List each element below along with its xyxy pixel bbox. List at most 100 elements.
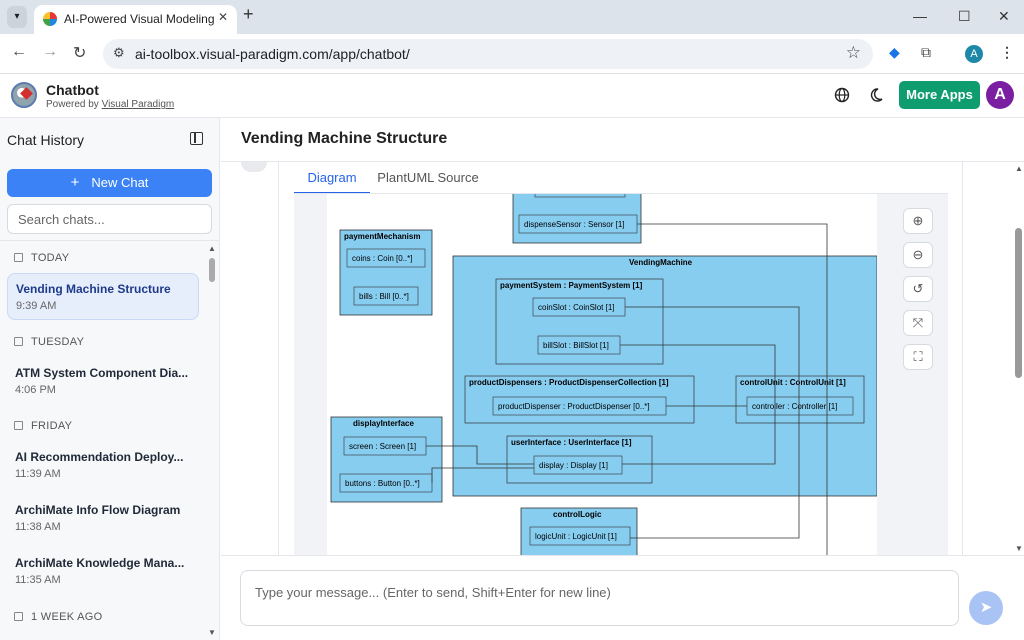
fit-view-button[interactable]: ⤧	[903, 310, 933, 336]
calendar-icon	[14, 612, 23, 621]
close-tab-icon[interactable]: ✕	[217, 10, 228, 24]
user-interface-title: userInterface : UserInterface [1]	[511, 438, 632, 447]
product-dispenser-part: productDispenser : ProductDispenser [0..…	[498, 402, 650, 411]
new-tab-button[interactable]: +	[243, 4, 254, 24]
maximize-icon[interactable]: ☐	[958, 8, 971, 24]
chat-history-title: Chat History	[7, 132, 85, 148]
section-friday: FRIDAY	[14, 420, 72, 432]
display-part: display : Display [1]	[539, 461, 608, 470]
main-panel: Vending Machine Structure Diagram PlantU…	[221, 118, 1024, 640]
more-apps-button[interactable]: More Apps	[899, 81, 980, 109]
extensions-puzzle-icon[interactable]: ⧉	[921, 44, 931, 60]
chat-item-archimate-info[interactable]: ArchiMate Info Flow Diagram 11:38 AM	[7, 495, 199, 542]
omnibox[interactable]: ⚙ ai-toolbox.visual-paradigm.com/app/cha…	[103, 39, 873, 69]
new-chat-label: New Chat	[91, 175, 149, 190]
zoom-in-button[interactable]: ⊕	[903, 208, 933, 234]
section-today: TODAY	[14, 252, 69, 264]
send-icon: ➤	[979, 599, 993, 616]
app-logo-icon	[11, 82, 37, 108]
chat-time: 9:39 AM	[16, 300, 57, 312]
zoom-out-icon: ⊖	[912, 247, 924, 262]
browser-tab[interactable]: AI-Powered Visual Modeling Ch ✕	[34, 5, 237, 34]
minimize-icon[interactable]: —	[913, 8, 927, 24]
diagram-connectors	[426, 223, 828, 556]
scroll-down-icon[interactable]: ▼	[208, 628, 216, 637]
logic-unit-part: logicUnit : LogicUnit [1]	[535, 532, 617, 541]
search-chats-input[interactable]	[7, 204, 212, 234]
divider	[221, 555, 1024, 556]
tab-plantuml-source[interactable]: PlantUML Source	[377, 170, 479, 185]
url-text[interactable]: ai-toolbox.visual-paradigm.com/app/chatb…	[135, 46, 410, 62]
sensor-block: dispenseSensor : Sensor [1]	[512, 194, 642, 244]
back-icon[interactable]: ←	[11, 43, 27, 60]
chat-history-sidebar: Chat History +New Chat TODAY Vending Mac…	[0, 118, 220, 640]
plantuml-diagram: dispenseSensor : Sensor [1] paymentMecha…	[327, 194, 877, 556]
chat-title: ArchiMate Knowledge Mana...	[15, 556, 185, 570]
chat-item-archimate-knowledge[interactable]: ArchiMate Knowledge Mana... 11:35 AM	[7, 548, 199, 595]
chat-item-atm[interactable]: ATM System Component Dia... 4:06 PM	[7, 358, 199, 405]
moon-icon[interactable]	[868, 87, 884, 103]
tab-search-button[interactable]: ▾	[7, 6, 27, 28]
visual-paradigm-link[interactable]: Visual Paradigm	[101, 99, 175, 110]
reset-view-button[interactable]: ↺	[903, 276, 933, 302]
assistant-avatar-icon	[241, 162, 267, 172]
buttons-part: buttons : Button [0..*]	[345, 479, 420, 488]
chat-time: 11:39 AM	[15, 468, 61, 480]
screen-part: screen : Screen [1]	[349, 442, 416, 451]
bookmark-star-icon[interactable]: ☆	[845, 43, 861, 62]
send-button[interactable]: ➤	[969, 591, 1003, 625]
scroll-up-icon[interactable]: ▲	[208, 244, 216, 253]
tab-diagram[interactable]: Diagram	[294, 167, 370, 194]
dispense-sensor-part: dispenseSensor : Sensor [1]	[524, 220, 625, 229]
fit-icon: ⤧	[912, 315, 924, 330]
page-title: Vending Machine Structure	[241, 130, 448, 147]
scroll-up-icon[interactable]: ▲	[1015, 164, 1023, 173]
display-interface-block: displayInterface screen : Screen [1] but…	[330, 416, 443, 503]
site-info-icon[interactable]: ⚙	[113, 45, 125, 60]
section-1-week-ago: 1 WEEK AGO	[14, 611, 102, 623]
coins-part: coins : Coin [0..*]	[352, 254, 412, 263]
vending-machine-block: VendingMachine paymentSystem : PaymentSy…	[452, 255, 877, 497]
section-label: FRIDAY	[31, 420, 73, 432]
close-window-icon[interactable]: ✕	[998, 8, 1010, 24]
diagram-card: Diagram PlantUML Source dispenseSensor :…	[278, 162, 963, 556]
chat-item-ai-recommendation[interactable]: AI Recommendation Deploy... 11:39 AM	[7, 442, 199, 489]
profile-avatar[interactable]: A	[965, 45, 983, 63]
bills-part: bills : Bill [0..*]	[359, 292, 409, 301]
section-label: TODAY	[31, 252, 70, 264]
tab-title: AI-Powered Visual Modeling Ch	[64, 12, 214, 26]
user-avatar[interactable]: A	[986, 81, 1014, 109]
main-scrollbar[interactable]: ▲ ▼	[1013, 162, 1024, 556]
chat-time: 11:38 AM	[15, 521, 61, 533]
diagram-canvas[interactable]: dispenseSensor : Sensor [1] paymentMecha…	[294, 194, 948, 556]
chat-title: AI Recommendation Deploy...	[15, 450, 184, 464]
chat-title: Vending Machine Structure	[16, 282, 171, 296]
browser-menu-icon[interactable]: ⋮	[1000, 44, 1014, 60]
extension-icon[interactable]: ◆	[889, 44, 900, 60]
display-interface-title: displayInterface	[353, 419, 414, 428]
forward-icon[interactable]: →	[42, 43, 58, 60]
chat-item-vending-machine[interactable]: Vending Machine Structure 9:39 AM	[7, 273, 199, 320]
payment-mechanism-block: paymentMechanism coins : Coin [0..*] bil…	[339, 229, 433, 316]
zoom-out-button[interactable]: ⊖	[903, 242, 933, 268]
section-label: 1 WEEK AGO	[31, 611, 103, 623]
payment-system-title: paymentSystem : PaymentSystem [1]	[500, 281, 643, 290]
section-label: TUESDAY	[31, 336, 85, 348]
app-title: Chatbot	[46, 82, 99, 98]
sidebar-scrollbar[interactable]: ▲ ▼	[207, 242, 218, 640]
favicon-icon	[43, 12, 57, 26]
fullscreen-button[interactable]: ⛶	[903, 344, 933, 370]
chat-title: ATM System Component Dia...	[15, 366, 189, 380]
scroll-thumb[interactable]	[1015, 228, 1022, 378]
divider	[221, 161, 1024, 162]
new-chat-button[interactable]: +New Chat	[7, 169, 212, 197]
globe-icon[interactable]	[834, 87, 850, 103]
sidebar-toggle-icon[interactable]	[190, 132, 203, 145]
scroll-down-icon[interactable]: ▼	[1015, 544, 1023, 553]
message-input[interactable]	[240, 570, 959, 626]
bill-slot-part: billSlot : BillSlot [1]	[543, 341, 609, 350]
scroll-thumb[interactable]	[209, 258, 215, 282]
reload-icon[interactable]: ↻	[73, 45, 87, 62]
control-logic-block: controlLogic logicUnit : LogicUnit [1]	[520, 507, 638, 556]
payment-mechanism-title: paymentMechanism	[344, 232, 420, 241]
